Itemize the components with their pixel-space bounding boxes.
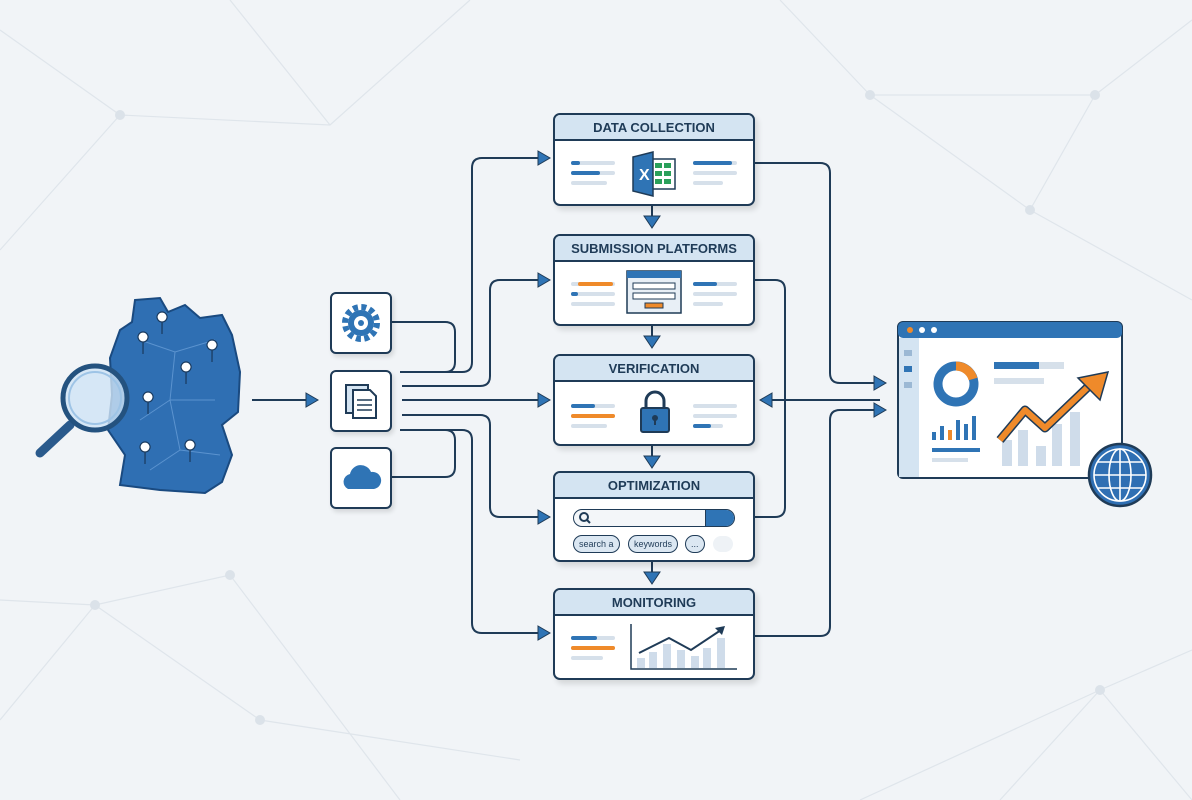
excel-icon: X [632,151,676,197]
step-title: VERIFICATION [555,356,753,382]
step-title: MONITORING [555,590,753,616]
lock-icon [640,390,670,433]
faded-chip [713,536,733,552]
web-form-icon [626,270,682,314]
search-bar[interactable] [573,509,735,527]
keyword-chip[interactable]: search a [573,535,620,553]
line-chart-icon [630,624,737,670]
step-title: OPTIMIZATION [555,473,753,499]
keyword-chip[interactable]: keywords [628,535,679,553]
connectors [252,157,880,637]
keyword-chip[interactable]: ... [685,535,705,553]
svg-text:X: X [639,167,650,184]
step-title: DATA COLLECTION [555,115,753,141]
document-source[interactable] [330,370,392,432]
arrowheads [305,150,887,641]
gear-icon [342,304,380,342]
document-icon [345,384,377,419]
cloud-icon [343,465,382,489]
analytics-dashboard [897,321,1123,479]
step-submission-platforms[interactable]: SUBMISSION PLATFORMS [553,234,755,326]
search-icon [579,512,591,524]
magnifier-icon [35,363,130,458]
globe-icon [1087,442,1153,508]
step-data-collection[interactable]: DATA COLLECTION X [553,113,755,206]
gear-source[interactable] [330,292,392,354]
step-monitoring[interactable]: MONITORING [553,588,755,680]
cloud-source[interactable] [330,447,392,509]
step-optimization[interactable]: OPTIMIZATION search a keywords ... [553,471,755,562]
step-title: SUBMISSION PLATFORMS [555,236,753,262]
step-verification[interactable]: VERIFICATION [553,354,755,446]
